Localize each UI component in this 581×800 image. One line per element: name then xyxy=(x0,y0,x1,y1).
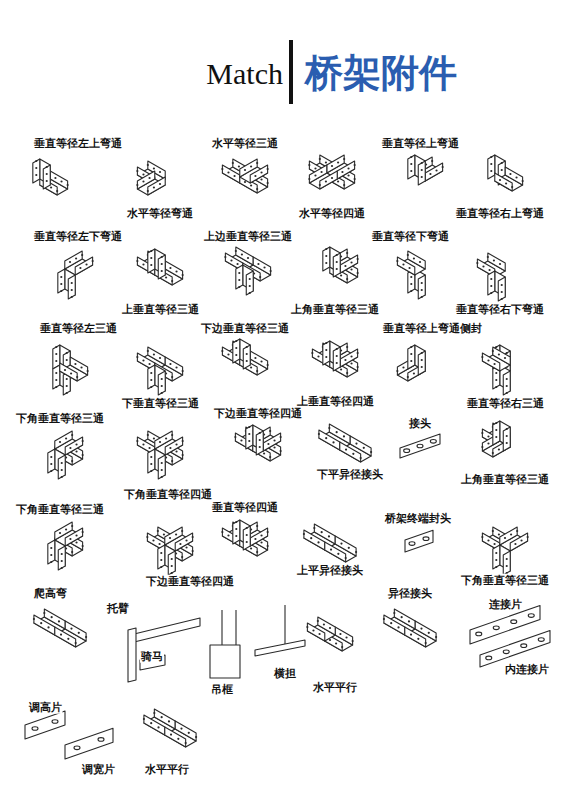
part-name: 垂直等径右下弯通 xyxy=(455,303,545,316)
part-name: 水平平行 xyxy=(144,763,190,776)
part-name: 接头 xyxy=(408,417,432,430)
hanger-frame xyxy=(210,610,240,678)
tray-arm xyxy=(148,249,165,279)
part-name: 下角垂直等径三通 xyxy=(15,412,105,425)
page-title: 桥架附件 xyxy=(305,53,457,95)
tray-arm xyxy=(396,251,425,275)
part-name: 垂直等径四通 xyxy=(211,501,279,514)
part-name: 上角垂直等径三通 xyxy=(290,303,380,316)
tray-arm xyxy=(236,265,253,295)
part-name: 下角垂直等径三通 xyxy=(460,574,550,587)
part-name: 异径接头 xyxy=(387,587,433,600)
brand-word: Match xyxy=(205,56,284,92)
tray-arm xyxy=(306,617,335,641)
tray-arm xyxy=(60,357,89,381)
part-name: 下边垂直等径四通 xyxy=(213,407,303,420)
part-name: 下角垂直等径四通 xyxy=(123,488,213,501)
part-name: 内连接片 xyxy=(504,663,550,676)
part-name: 调宽片 xyxy=(81,763,116,776)
part-name: 爬高弯 xyxy=(33,587,68,600)
part-name: 垂直等径下弯通 xyxy=(371,230,450,243)
plate xyxy=(480,631,550,668)
tray-arm xyxy=(158,545,175,575)
part-name: 调高片 xyxy=(28,701,63,714)
tray-arm xyxy=(495,167,524,191)
part-name: 上垂直等径三通 xyxy=(121,303,200,316)
tray-arm xyxy=(308,165,337,189)
part-name: 吊框 xyxy=(210,683,234,696)
tray-arm xyxy=(48,540,65,570)
plate xyxy=(25,711,65,739)
tray-arm xyxy=(340,436,372,462)
tray-arm xyxy=(48,449,65,479)
part-name: 垂直等径左下弯通 xyxy=(33,230,123,243)
tray-arm xyxy=(408,345,425,375)
plate xyxy=(400,434,440,458)
tray-arm xyxy=(148,365,165,395)
plate xyxy=(65,728,113,759)
plate xyxy=(405,530,433,552)
part-name: 水平平行 xyxy=(312,681,358,694)
part-name: 垂直等径上弯通 xyxy=(381,137,460,150)
part-name: 下垂直等径三通 xyxy=(121,397,200,410)
part-name: 垂直等径左三通 xyxy=(39,322,118,335)
part-name: 水平等径三通 xyxy=(211,137,279,150)
tray-arm xyxy=(233,339,250,369)
tray-arm xyxy=(165,721,197,747)
tray-arm xyxy=(325,536,357,562)
tray-arm xyxy=(148,449,165,479)
tray-arm xyxy=(323,247,340,277)
part-name: 桥架终端封头 xyxy=(384,512,452,525)
part-name: 垂直等径右上弯通 xyxy=(455,207,545,220)
part-name: 上边垂直等径三通 xyxy=(203,230,293,243)
part-name: 横担 xyxy=(273,667,297,680)
part-name: 上角垂直等径三通 xyxy=(460,473,550,486)
part-name: 下边垂直等径四通 xyxy=(145,575,235,588)
part-name: 托臂 xyxy=(106,602,130,615)
tray-arm xyxy=(405,621,437,647)
part-name: 下边垂直等径三通 xyxy=(200,322,290,335)
part-name: 上平异径接头 xyxy=(296,564,364,577)
tray-arm xyxy=(246,425,263,455)
tray-arm xyxy=(233,520,250,550)
part-name: 水平等径弯通 xyxy=(126,207,194,220)
tray-arm xyxy=(481,347,510,371)
tray-arm xyxy=(55,621,87,647)
bracket xyxy=(128,618,200,682)
tray-arm xyxy=(493,421,510,451)
tray-arm xyxy=(33,159,50,189)
part-name: 下平异径接头 xyxy=(316,468,384,481)
crossbar xyxy=(255,605,305,656)
part-name: 上垂直等径四通 xyxy=(296,395,375,408)
tray-arm xyxy=(488,271,505,301)
part-name: 垂直等径左上弯通 xyxy=(33,137,123,150)
part-name: 垂直等径右三通 xyxy=(466,397,545,410)
part-name: 垂直等径上弯通侧封 xyxy=(382,322,483,335)
title-bar xyxy=(289,40,293,104)
part-name: 下角垂直等径三通 xyxy=(15,503,105,516)
tray-arm xyxy=(323,341,340,371)
part-name: 水平等径四通 xyxy=(298,207,366,220)
tray-arm xyxy=(240,159,269,183)
tray-arm xyxy=(136,171,165,195)
tray-arm xyxy=(408,155,425,185)
part-name: 骑马 xyxy=(140,650,164,663)
tray-arm xyxy=(493,545,510,575)
part-name: 连接片 xyxy=(488,598,523,611)
tray-arm xyxy=(58,269,75,299)
